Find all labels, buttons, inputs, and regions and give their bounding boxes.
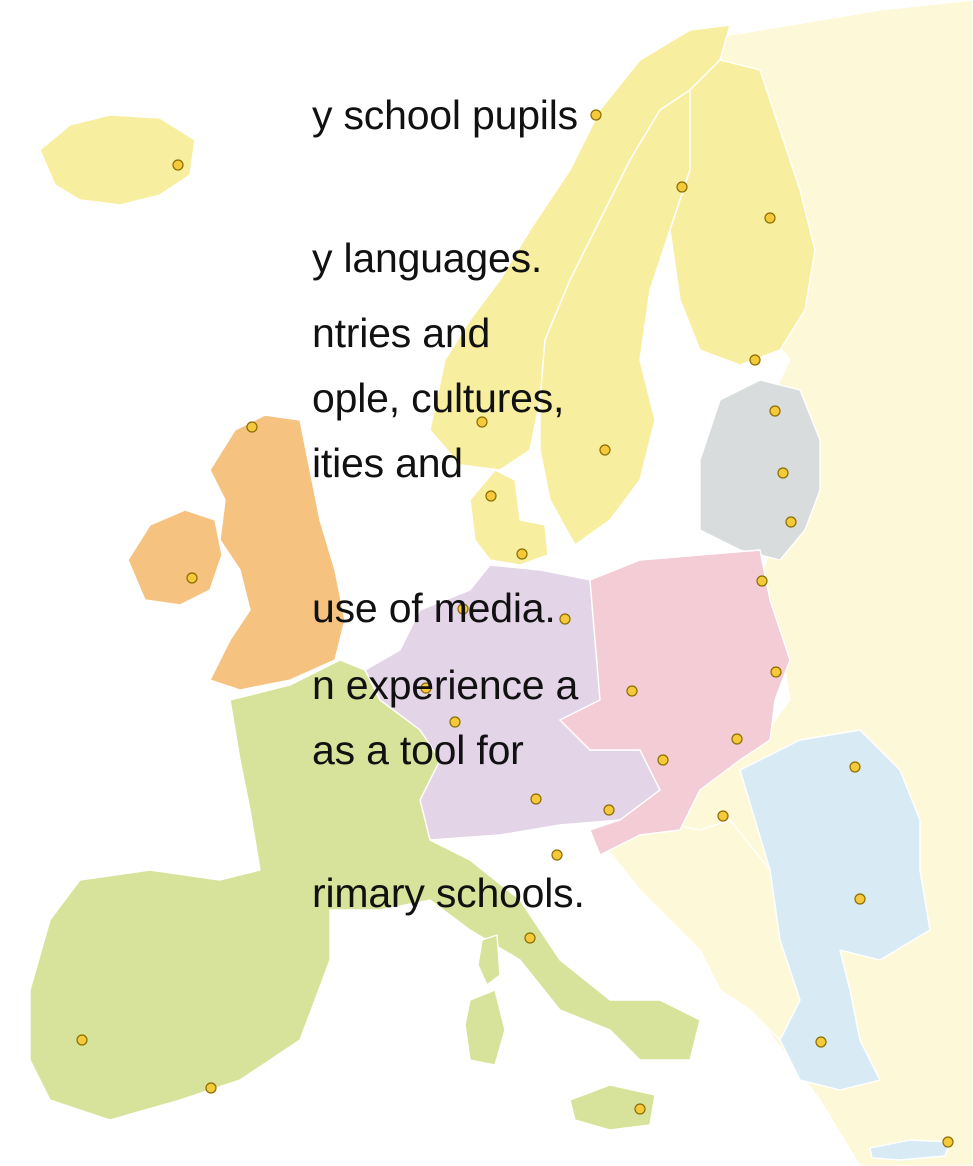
text-line-3: ntries and <box>312 310 491 356</box>
city-marker <box>634 1103 646 1115</box>
city-marker <box>749 354 761 366</box>
city-marker <box>769 405 781 417</box>
city-marker <box>603 804 615 816</box>
city-marker <box>551 849 563 861</box>
region-crete <box>869 1139 951 1161</box>
text-line-1: y school pupils <box>312 92 578 138</box>
city-marker <box>476 416 488 428</box>
region-sweden <box>539 89 691 546</box>
city-marker <box>599 444 611 456</box>
region-south-east <box>739 729 931 1091</box>
text-line-2: y languages. <box>312 235 543 281</box>
city-markers <box>76 109 954 1148</box>
city-marker <box>770 666 782 678</box>
city-marker <box>756 575 768 587</box>
city-marker <box>524 932 536 944</box>
region-central-east <box>559 549 791 856</box>
city-marker <box>849 761 861 773</box>
region-ireland <box>127 509 223 606</box>
city-marker <box>676 181 688 193</box>
city-marker <box>516 548 528 560</box>
city-marker <box>420 682 432 694</box>
region-denmark <box>469 469 549 566</box>
region-sicily <box>569 1084 656 1131</box>
region-finland <box>669 59 816 366</box>
text-line-9: rimary schools. <box>312 870 585 916</box>
city-marker <box>172 159 184 171</box>
city-marker <box>815 1036 827 1048</box>
text-line-5: ities and <box>312 440 463 486</box>
region-baltics <box>699 379 821 561</box>
city-marker <box>777 467 789 479</box>
city-marker <box>942 1136 954 1148</box>
city-marker <box>785 516 797 528</box>
city-marker <box>717 810 729 822</box>
text-line-7: n experience a <box>312 662 579 708</box>
region-corsica <box>477 934 501 986</box>
region-iceland <box>39 114 196 206</box>
text-line-6: use of media. <box>312 585 556 631</box>
city-marker <box>657 754 669 766</box>
city-marker <box>186 572 198 584</box>
city-marker <box>559 613 571 625</box>
city-marker <box>485 490 497 502</box>
text-line-4: ople, cultures, <box>312 375 565 421</box>
city-marker <box>205 1082 217 1094</box>
region-sardinia <box>464 989 506 1066</box>
city-marker <box>457 603 469 615</box>
city-marker <box>626 685 638 697</box>
city-marker <box>764 212 776 224</box>
city-marker <box>731 733 743 745</box>
text-line-8: as a tool for <box>312 727 524 773</box>
city-marker <box>76 1034 88 1046</box>
city-marker <box>530 793 542 805</box>
city-marker <box>854 893 866 905</box>
region-great-britain <box>209 414 346 691</box>
city-marker <box>246 421 258 433</box>
city-marker <box>590 109 602 121</box>
city-marker <box>449 716 461 728</box>
